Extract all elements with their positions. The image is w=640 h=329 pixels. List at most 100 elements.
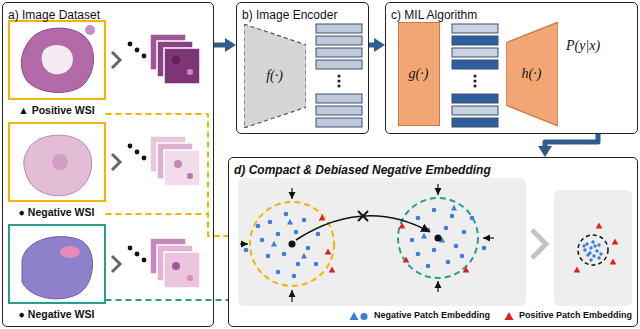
embedding-space (244, 248, 249, 253)
embedding-space (319, 214, 326, 220)
embedding-space (432, 248, 437, 253)
embedding-space (582, 244, 585, 247)
encoder-trapezoid: f(·) (244, 24, 306, 128)
slide-thumbnail: ● Negative WSI (8, 122, 106, 220)
embedding-space (398, 198, 478, 278)
patch-stack (112, 52, 120, 68)
patch-stack (164, 48, 200, 84)
patch-stack (172, 56, 180, 64)
embedding-space (329, 266, 336, 272)
embedding-space (470, 216, 475, 221)
embedding-space (282, 252, 287, 257)
embedding-space (589, 246, 592, 249)
slide-frame (8, 224, 106, 304)
embedding-space (271, 241, 277, 247)
embedding-space (240, 184, 494, 302)
embedding-space (399, 222, 406, 228)
embedding-bars (316, 94, 362, 103)
slide-thumbnail: ● Negative WSI (8, 224, 106, 322)
embedding-space (325, 248, 332, 254)
embedding-space (437, 281, 438, 292)
patch-stack (164, 252, 200, 288)
embedding-bars (452, 36, 498, 45)
embedding-space (276, 232, 281, 237)
embedding-bars (316, 60, 362, 69)
slide-frame (8, 122, 106, 202)
patch-stack (135, 150, 140, 155)
connector (106, 214, 229, 236)
embedding-space (610, 258, 617, 264)
embedding-space (266, 254, 271, 259)
embedding-space (240, 243, 248, 244)
embedding-space (446, 260, 451, 265)
panel-heading: d) Compact & Debiased Negative Embedding (234, 163, 491, 177)
legend-swatch (504, 312, 513, 320)
legend-item: Positive Patch Embedding (504, 310, 632, 321)
embedding-space (554, 190, 632, 306)
panel: a) Image Dataset ▲ Positive WSI ● Negative… (2, 2, 214, 327)
legend-swatch (360, 313, 367, 320)
embedding-space (595, 249, 598, 252)
embedding-space (250, 202, 334, 286)
embedding-space (292, 274, 297, 279)
embedding-bars (316, 118, 362, 127)
ellipsis-dots (337, 79, 340, 82)
embedding-space (583, 248, 586, 251)
classifier-trapezoid: h(·) (506, 22, 558, 126)
embedding-space (597, 243, 600, 246)
embedding-space (410, 238, 415, 243)
trapezoid-outline (506, 22, 558, 126)
embedding-space (314, 262, 319, 267)
embedding-space (450, 214, 455, 219)
connector (106, 114, 229, 236)
patch-stack (187, 275, 193, 281)
embedding-space (296, 262, 301, 267)
embedding-space (260, 238, 265, 243)
slide-label: ▲ Positive WSI (18, 103, 94, 117)
embedding-space (532, 230, 546, 258)
patch-stack (142, 156, 147, 161)
embedding-space (437, 184, 438, 195)
embedding-space (284, 212, 289, 217)
embedding-space (612, 238, 619, 244)
embedding-bars (316, 106, 362, 115)
legend-swatch (349, 312, 358, 320)
panel-heading: a) Image Dataset (8, 8, 100, 22)
embedding-space (592, 254, 595, 257)
embedding-space (301, 253, 307, 259)
embedding-space (574, 266, 581, 272)
patch-stack (172, 262, 180, 270)
slide-label: ● Negative WSI (19, 205, 95, 219)
wsi-tissue (22, 237, 93, 299)
embedding-space (454, 244, 459, 249)
patch-stack (187, 173, 193, 179)
function-box: g(·) (398, 22, 440, 126)
embedding-space (460, 254, 465, 259)
legend-swatch (349, 311, 371, 321)
panel: b) Image Encoderf(·) (236, 2, 369, 134)
wsi-tissue (42, 45, 73, 74)
wsi-tissue (21, 25, 95, 299)
embedding-space (296, 216, 430, 240)
embedding-space (444, 226, 449, 231)
patch-stack (112, 256, 120, 272)
embedding-space (463, 266, 470, 272)
embedding-space (483, 237, 494, 238)
function-label: h(·) (522, 66, 542, 82)
connector (369, 43, 374, 48)
panel: c) MIL Algorithmg(·)h(·) (385, 2, 638, 134)
embedding-space (599, 252, 602, 255)
legend-swatch (504, 311, 516, 321)
embedding-space (462, 230, 467, 235)
patch-stack (128, 144, 133, 149)
embedding-space (287, 219, 293, 225)
embedding-space (596, 222, 603, 228)
embedding-space (358, 211, 368, 221)
slide-thumbnail: ▲ Positive WSI (8, 20, 106, 118)
patch-stack (135, 48, 140, 53)
embedding-space (416, 252, 421, 257)
embedding-space (358, 211, 368, 221)
embedding-space (291, 290, 292, 302)
embedding-bars (316, 24, 362, 33)
patch-stack (128, 246, 133, 251)
